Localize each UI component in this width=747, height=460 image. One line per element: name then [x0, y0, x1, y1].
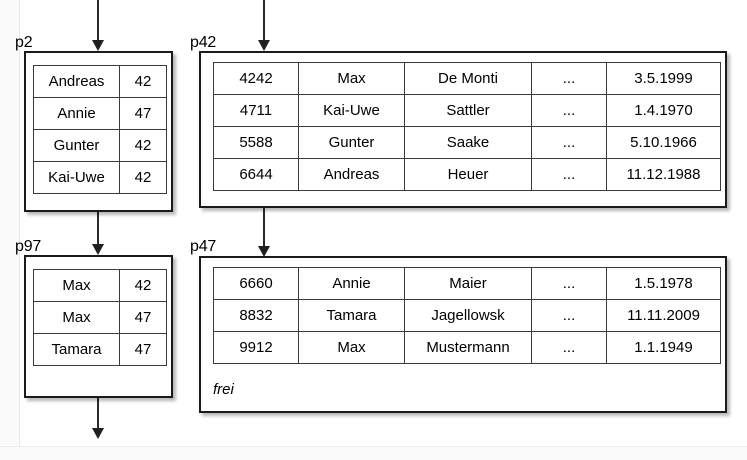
page-label-p42: p42	[190, 34, 217, 51]
cell-more: ...	[531, 299, 607, 332]
table-row[interactable]: 4711 Kai-Uwe Sattler ... 1.4.1970	[213, 94, 721, 127]
cell-firstname: Max	[298, 62, 405, 95]
arrow-p42-to-p47-line	[263, 208, 265, 246]
cell-id: 4711	[213, 94, 299, 127]
cell-more: ...	[531, 62, 607, 95]
cell-lastname: Sattler	[404, 94, 532, 127]
cell-bucket: 47	[119, 97, 167, 130]
cell-name: Kai-Uwe	[33, 161, 120, 194]
cell-name: Andreas	[33, 65, 120, 98]
cell-bucket: 47	[119, 301, 167, 334]
cell-lastname: Saake	[404, 126, 532, 159]
cell-more: ...	[531, 94, 607, 127]
table-row[interactable]: 4242 Max De Monti ... 3.5.1999	[213, 62, 721, 95]
table-row[interactable]: Annie 47	[33, 97, 167, 130]
cell-firstname: Kai-Uwe	[298, 94, 405, 127]
cell-name: Max	[33, 301, 120, 334]
table-row[interactable]: Kai-Uwe 42	[33, 161, 167, 194]
page-edge-bottom	[0, 446, 747, 460]
table-row[interactable]: Andreas 42	[33, 65, 167, 98]
record-table-p97: Max 42 Max 47 Tamara 47	[33, 269, 167, 366]
cell-lastname: Heuer	[404, 158, 532, 191]
arrow-out-of-p97-head	[92, 428, 104, 439]
cell-id: 4242	[213, 62, 299, 95]
cell-date: 1.1.1949	[606, 331, 721, 364]
table-row[interactable]: 9912 Max Mustermann ... 1.1.1949	[213, 331, 721, 364]
cell-name: Max	[33, 269, 120, 302]
cell-bucket: 42	[119, 65, 167, 98]
cell-id: 9912	[213, 331, 299, 364]
cell-more: ...	[531, 158, 607, 191]
table-row[interactable]: Max 42	[33, 269, 167, 302]
cell-firstname: Andreas	[298, 158, 405, 191]
cell-date: 5.10.1966	[606, 126, 721, 159]
cell-lastname: De Monti	[404, 62, 532, 95]
table-row[interactable]: 8832 Tamara Jagellowsk ... 11.11.2009	[213, 299, 721, 332]
page-edge-left	[0, 0, 20, 460]
cell-name: Annie	[33, 97, 120, 130]
cell-firstname: Annie	[298, 267, 405, 300]
cell-lastname: Jagellowsk	[404, 299, 532, 332]
free-space-label-p47: frei	[213, 381, 234, 398]
cell-bucket: 47	[119, 333, 167, 366]
table-row[interactable]: Max 47	[33, 301, 167, 334]
page-label-p2: p2	[15, 34, 33, 51]
table-row[interactable]: Gunter 42	[33, 129, 167, 162]
table-row[interactable]: 6644 Andreas Heuer ... 11.12.1988	[213, 158, 721, 191]
arrow-into-p2-head	[92, 40, 104, 51]
arrow-p42-to-p47-head	[258, 246, 270, 257]
cell-date: 11.11.2009	[606, 299, 721, 332]
arrow-into-p42-head	[258, 40, 270, 51]
table-row[interactable]: Tamara 47	[33, 333, 167, 366]
cell-firstname: Max	[298, 331, 405, 364]
cell-bucket: 42	[119, 269, 167, 302]
cell-more: ...	[531, 267, 607, 300]
cell-lastname: Mustermann	[404, 331, 532, 364]
cell-id: 6660	[213, 267, 299, 300]
page-label-p47: p47	[190, 238, 217, 255]
cell-id: 8832	[213, 299, 299, 332]
cell-bucket: 42	[119, 161, 167, 194]
cell-id: 6644	[213, 158, 299, 191]
cell-date: 1.5.1978	[606, 267, 721, 300]
cell-name: Tamara	[33, 333, 120, 366]
cell-date: 11.12.1988	[606, 158, 721, 191]
arrow-into-p42-line	[263, 0, 265, 42]
cell-bucket: 42	[119, 129, 167, 162]
arrow-out-of-p97-line	[97, 398, 99, 430]
cell-id: 5588	[213, 126, 299, 159]
cell-firstname: Gunter	[298, 126, 405, 159]
record-table-p2: Andreas 42 Annie 47 Gunter 42 Kai-Uwe 42	[33, 65, 167, 194]
arrow-into-p2-line	[97, 0, 99, 42]
table-row[interactable]: 6660 Annie Maier ... 1.5.1978	[213, 267, 721, 300]
cell-more: ...	[531, 331, 607, 364]
arrow-p2-to-p97-line	[97, 212, 99, 246]
cell-firstname: Tamara	[298, 299, 405, 332]
table-row[interactable]: 5588 Gunter Saake ... 5.10.1966	[213, 126, 721, 159]
cell-date: 1.4.1970	[606, 94, 721, 127]
page-label-p97: p97	[15, 238, 42, 255]
record-table-p42: 4242 Max De Monti ... 3.5.1999 4711 Kai-…	[213, 62, 721, 191]
cell-name: Gunter	[33, 129, 120, 162]
cell-more: ...	[531, 126, 607, 159]
arrow-p2-to-p97-head	[92, 244, 104, 255]
record-table-p47: 6660 Annie Maier ... 1.5.1978 8832 Tamar…	[213, 267, 721, 364]
cell-lastname: Maier	[404, 267, 532, 300]
cell-date: 3.5.1999	[606, 62, 721, 95]
